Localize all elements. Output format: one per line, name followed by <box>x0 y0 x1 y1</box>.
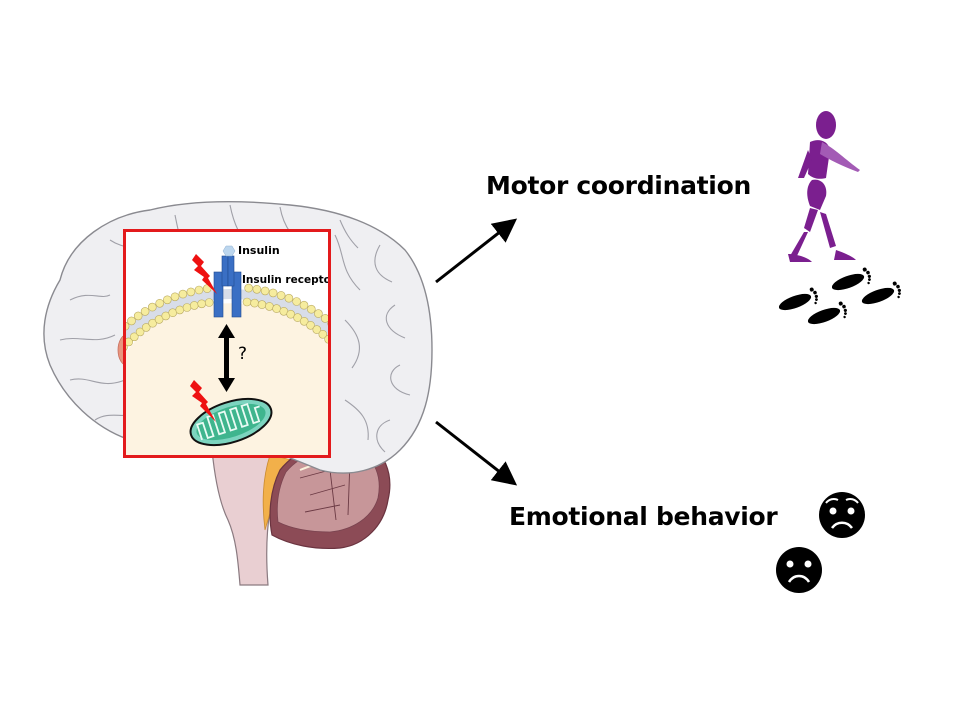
lipid-head <box>292 297 301 306</box>
lipid-head <box>314 309 323 318</box>
insulin-molecule <box>222 245 236 257</box>
unknown-link-label: ? <box>238 344 248 364</box>
gyri <box>59 204 411 453</box>
lipid-head <box>260 286 270 296</box>
lipid-head <box>306 321 315 330</box>
lipid-head <box>141 323 151 332</box>
lipid-head <box>133 311 143 321</box>
lipid-head <box>204 298 214 307</box>
lightning-bolt-icon <box>190 380 216 422</box>
lipid-head <box>286 309 295 319</box>
lipid-head <box>299 300 309 310</box>
lipid-head <box>276 291 286 300</box>
lipid-head <box>324 335 328 344</box>
lipid-head <box>268 288 278 298</box>
lipid-head <box>130 332 139 342</box>
lipid-head <box>126 337 133 347</box>
insulin-receptor <box>213 255 242 318</box>
lipid-head <box>178 289 188 299</box>
lipid-head <box>312 325 322 334</box>
lipid-head <box>186 287 196 297</box>
worried-face-icon <box>819 492 865 538</box>
cell-membrane <box>126 283 328 351</box>
lipid-head <box>194 285 204 295</box>
lipid-head <box>147 302 157 312</box>
motor-coordination-label: Motor coordination <box>486 171 751 200</box>
double-arrow <box>218 324 235 392</box>
lightning-bolt-icon <box>192 254 217 294</box>
lipid-head <box>126 321 130 331</box>
lipid-head <box>154 315 164 324</box>
lipid-head <box>307 304 316 314</box>
lipid-head <box>318 330 328 339</box>
lipid-head <box>155 299 165 308</box>
sad-face-icon <box>776 547 822 593</box>
lipid-head <box>140 307 150 316</box>
lipid-head <box>135 327 145 337</box>
insulin-label: Insulin <box>238 244 280 257</box>
lipid-head <box>284 293 294 303</box>
lipid-head <box>320 314 328 323</box>
lipid-head <box>170 292 180 302</box>
emotional-behavior-label: Emotional behavior <box>509 502 778 531</box>
lipid-head <box>148 318 157 328</box>
lipid-head <box>252 284 262 294</box>
cell-inset: Insulin Insulin receptor ? <box>123 229 331 458</box>
lipid-head <box>161 311 171 321</box>
lipid-head <box>162 295 172 305</box>
inset-drawing <box>126 232 328 447</box>
insulin-receptor-label: Insulin receptor <box>242 274 331 286</box>
lipid-head <box>299 317 309 326</box>
lipid-head <box>127 316 136 326</box>
mitochondrion <box>189 397 273 447</box>
lipid-head <box>293 313 302 322</box>
lipid-head <box>244 283 253 293</box>
lipid-head <box>327 321 328 326</box>
membrane-core <box>126 289 328 342</box>
